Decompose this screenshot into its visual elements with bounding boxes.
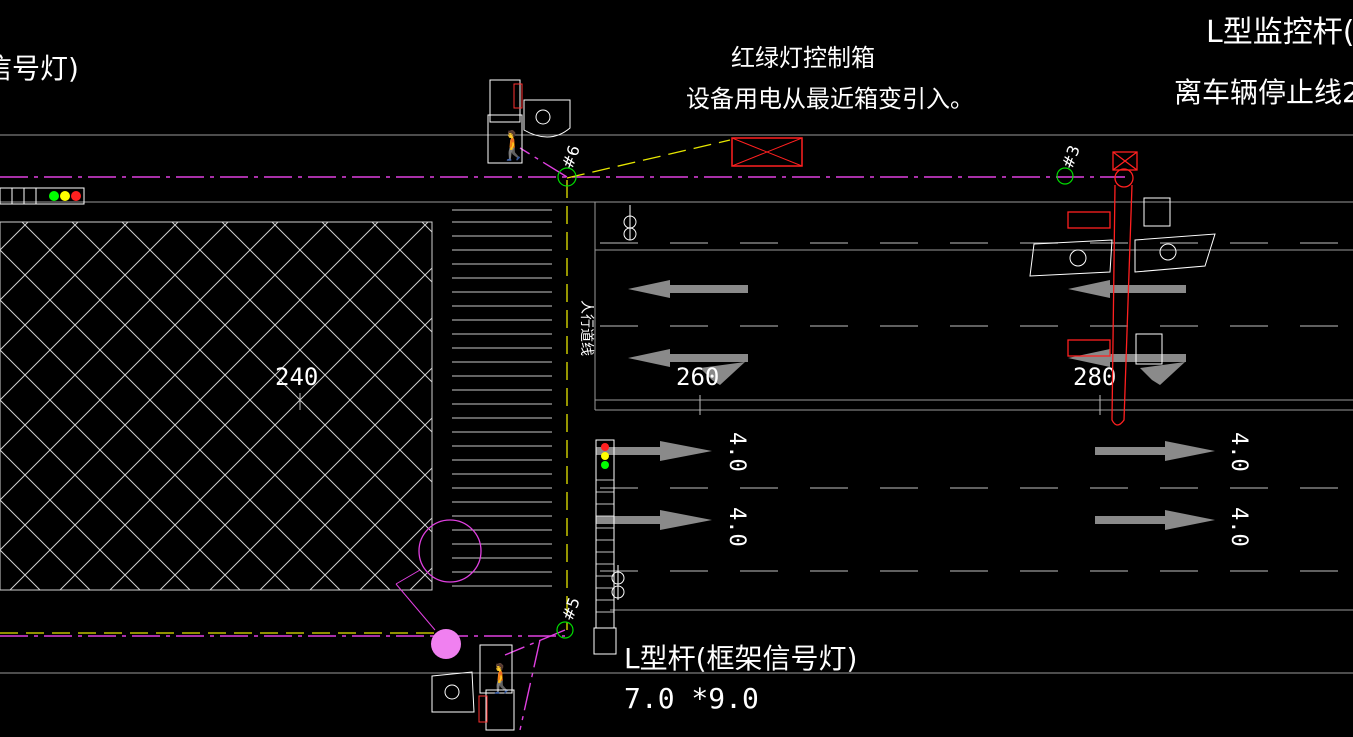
walk-icon: 🚶 xyxy=(496,129,531,162)
frame-pole-title: L型杆(框架信号灯) xyxy=(624,642,857,675)
dim-260: 260 xyxy=(676,363,719,391)
control-box xyxy=(731,137,803,167)
crosswalk-label: 人行道线 xyxy=(578,300,594,356)
monitor-pole-title: L型监控杆(6 xyxy=(1206,15,1353,50)
lane-arrows xyxy=(596,280,1215,530)
crosswalk xyxy=(452,209,552,587)
lane-width-1: 4.0 xyxy=(724,432,749,472)
pole-tag-5: #5 xyxy=(558,595,584,624)
dim-280: 280 xyxy=(1073,363,1116,391)
dim-240: 240 xyxy=(275,363,318,391)
pole-tag-3: #3 xyxy=(1058,143,1084,172)
lane-width-4: 4.0 xyxy=(1226,507,1251,547)
bicycle-icon xyxy=(611,205,637,600)
pedestrian-signal-bottom: 🚶 xyxy=(395,519,519,731)
signal-left-label: 信号灯) xyxy=(0,52,79,85)
pedestrian-signal-top: 🚶 xyxy=(487,79,571,164)
pole-tag-6: #6 xyxy=(558,143,584,172)
monitor-pole xyxy=(1067,151,1138,426)
monitor-cameras xyxy=(1029,197,1216,365)
frame-signal xyxy=(593,439,617,655)
cable-line xyxy=(0,147,1125,731)
hatched-island: 240 xyxy=(0,221,433,591)
pole-tags: #6 #3 #5 xyxy=(556,143,1084,639)
lane-width-3: 4.0 xyxy=(1226,432,1251,472)
control-box-note: 设备用电从最近箱变引入。 xyxy=(686,85,974,113)
frame-signal-rungs xyxy=(596,479,614,613)
monitor-pole-note: 离车辆停止线25 xyxy=(1174,76,1353,109)
lane-width-2: 4.0 xyxy=(724,507,749,547)
signal-left xyxy=(0,187,85,205)
frame-pole-size: 7.0 *9.0 xyxy=(624,682,759,715)
control-box-title: 红绿灯控制箱 xyxy=(731,44,875,72)
lane-dashes xyxy=(600,242,1353,572)
power-line xyxy=(0,139,731,634)
